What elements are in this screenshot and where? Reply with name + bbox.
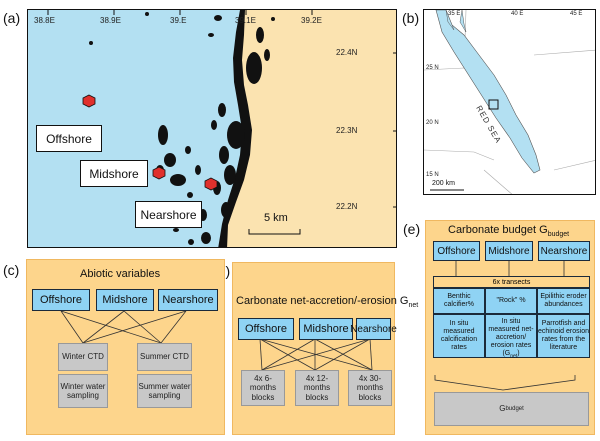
gulf-of-aqaba	[459, 10, 467, 33]
overview-scale-label: 200 km	[432, 180, 455, 187]
panel-label-b: (b)	[402, 10, 420, 26]
c-summer-ctd: Summer CTD	[137, 343, 192, 371]
d-site-midshore: Midshore	[299, 318, 353, 340]
fringing-reef	[218, 10, 252, 247]
d-block-6m: 4x 6-months blocks	[241, 370, 285, 406]
e-benthic-calcifier: Benthic calcifier%	[433, 288, 485, 314]
e-budget-sub: budget	[505, 405, 524, 412]
lat-tick-0: 22.4N	[336, 48, 358, 57]
overview-map	[423, 9, 596, 195]
nearshore-site-marker	[204, 177, 218, 191]
e-erosion-rates: Parrotfish and echinoid erosion rates fr…	[537, 314, 590, 358]
panel-e-title-sub: budget	[547, 231, 570, 239]
gulf-of-suez	[445, 10, 455, 31]
panel-label-c: (c)	[3, 262, 20, 278]
offshore-site-marker	[82, 94, 96, 108]
lon-tick-1: 38.9E	[100, 16, 121, 25]
b-lon-tick-1: 40 E	[511, 11, 524, 17]
d-block-12m: 4x 12-months blocks	[295, 370, 339, 406]
main-map	[27, 9, 397, 248]
land-area	[224, 10, 396, 247]
e-rock-percent: "Rock" %	[485, 288, 537, 314]
b-lon-tick-0: 35 E	[448, 11, 461, 17]
d-site-offshore: Offshore	[238, 318, 294, 340]
e-transects: 6x transects	[433, 276, 590, 288]
d-site-nearshore: Nearshore	[350, 318, 397, 340]
lat-tick-2: 22.2N	[336, 202, 358, 211]
c-site-offshore: Offshore	[32, 289, 90, 311]
panel-label-e: (e)	[403, 221, 421, 237]
e-eroder-abundances: Epilithic eroder abundances	[537, 288, 590, 314]
overview-map-svg	[424, 10, 595, 194]
e-site-offshore: Offshore	[433, 241, 480, 261]
reef-patches	[89, 12, 275, 245]
nearshore-map-label: Nearshore	[135, 201, 202, 228]
panel-c-lines	[60, 310, 187, 344]
main-map-svg	[28, 10, 396, 247]
lat-tick-1: 22.3N	[336, 126, 358, 135]
e-site-midshore: Midshore	[485, 241, 533, 261]
scale-label: 5 km	[264, 212, 288, 224]
panel-e-title: Carbonate budget Gbudget	[448, 224, 570, 239]
red-sea	[435, 10, 541, 174]
panel-d-title: Carbonate net-accretion/-erosion Gnet	[236, 295, 419, 310]
e-net-sub: net	[510, 353, 518, 360]
lon-tick-2: 39.E	[170, 16, 187, 25]
tick-marks	[47, 10, 396, 208]
lon-tick-4: 39.2E	[301, 16, 322, 25]
c-site-nearshore: Nearshore	[158, 289, 218, 311]
b-lat-tick-0: 25 N	[426, 65, 439, 71]
panel-d-title-sub: net	[408, 302, 419, 310]
e-site-nearshore: Nearshore	[538, 241, 590, 261]
study-area-box	[488, 99, 499, 110]
midshore-map-label: Midshore	[80, 160, 148, 187]
lon-tick-3: 39.1E	[235, 16, 256, 25]
midshore-site-marker	[152, 166, 166, 180]
c-winter-ctd: Winter CTD	[58, 343, 108, 371]
b-lon-tick-2: 45 E	[570, 11, 583, 17]
b-lat-tick-2: 15 N	[426, 172, 439, 178]
offshore-map-label: Offshore	[36, 125, 102, 152]
c-winter-water: Winter water sampling	[58, 374, 108, 408]
e-calcification-rates: In situ measured calcification rates	[433, 314, 485, 358]
scale-bar	[248, 229, 301, 235]
panel-label-a: (a)	[3, 10, 21, 26]
e-net-accretion-rates: In situ measured net-accretion/ erosion …	[485, 314, 537, 360]
panel-c-title: Abiotic variables	[80, 268, 161, 280]
lon-tick-0: 38.8E	[34, 16, 55, 25]
d-block-30m: 4x 30-months blocks	[348, 370, 392, 406]
panel-e-lines	[434, 261, 576, 391]
c-summer-water: Summer water sampling	[137, 374, 192, 408]
b-lat-tick-1: 20 N	[426, 120, 439, 126]
c-site-midshore: Midshore	[96, 289, 154, 311]
panel-d	[232, 262, 395, 435]
panel-d-lines	[259, 338, 373, 371]
